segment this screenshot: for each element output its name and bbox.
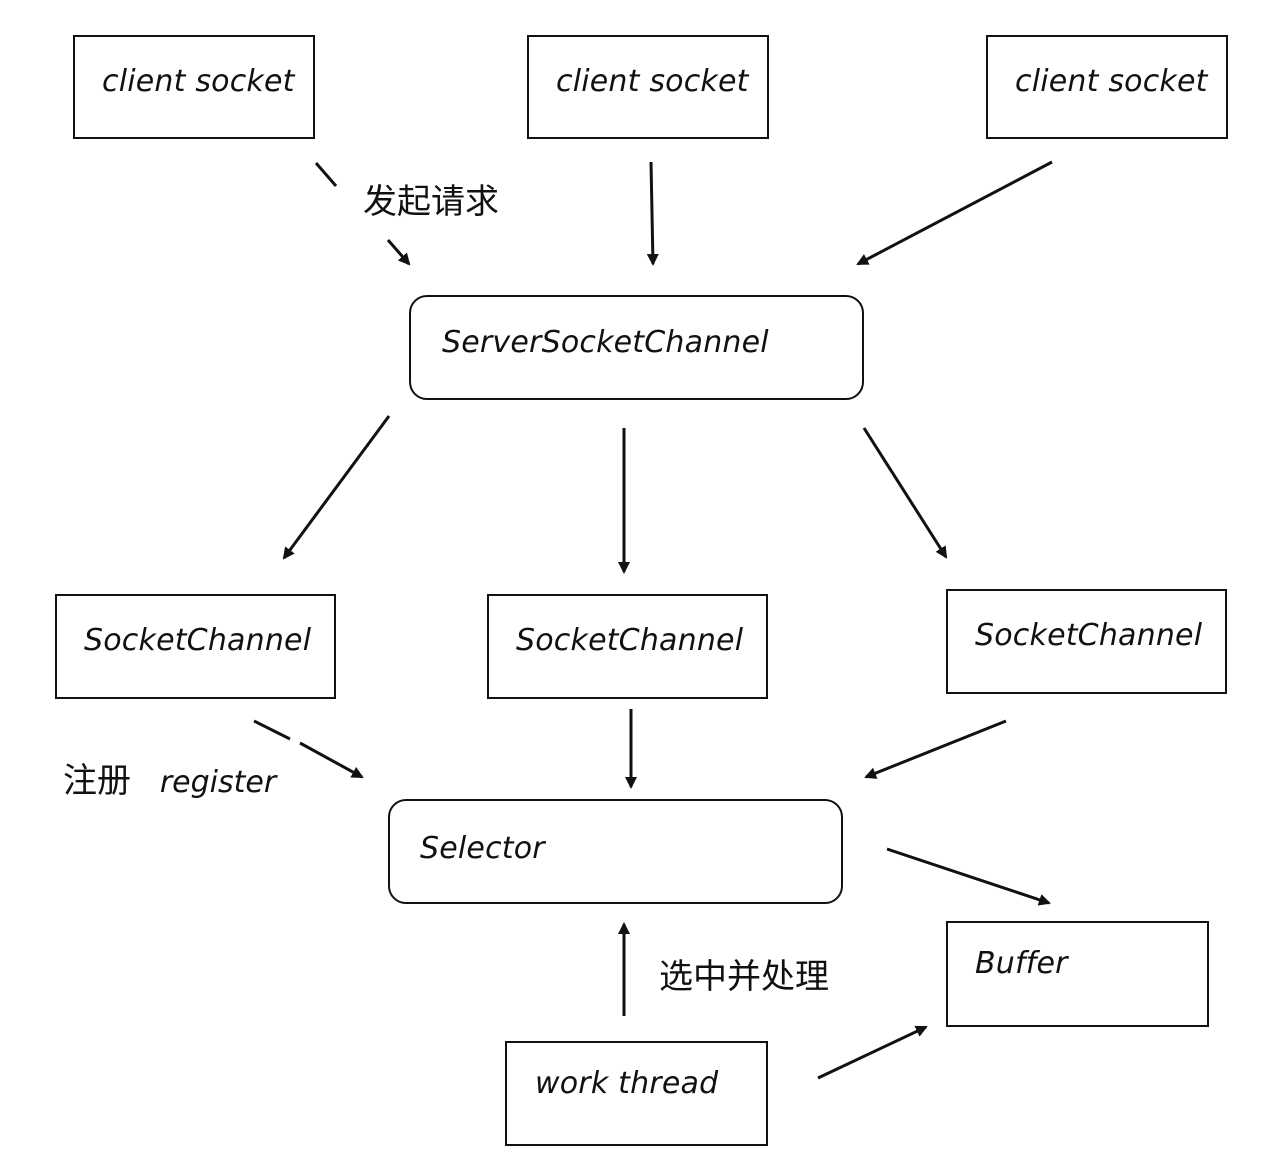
arrow-client3-to-server [856, 160, 1053, 266]
buffer-label: Buffer [975, 946, 1068, 981]
client-socket-box-2: client socket [527, 35, 769, 139]
initiate-request-label: 发起请求 [363, 182, 499, 222]
arrow-client1-segment-a [314, 162, 338, 187]
socket-channel-label-1: SocketChannel [84, 623, 312, 658]
arrow-client2-to-server [646, 161, 659, 266]
client-socket-box-1: client socket [73, 35, 315, 139]
arrow-channel1-segment-a [253, 719, 291, 741]
client-socket-label-3: client socket [1015, 64, 1208, 99]
server-socket-channel-box: ServerSocketChannel [409, 295, 864, 400]
socket-channel-label-3: SocketChannel [975, 618, 1203, 653]
select-and-process-label: 选中并处理 [659, 957, 829, 997]
server-socket-channel-label: ServerSocketChannel [442, 325, 769, 360]
work-thread-box: work thread [505, 1041, 768, 1146]
selector-label: Selector [420, 831, 545, 866]
register-label-cn: 注册 [63, 761, 131, 801]
register-annotation: 注册 register [63, 764, 276, 798]
arrow-channel1-to-selector [299, 741, 364, 779]
register-label-en: register [159, 765, 277, 800]
arrow-client1-to-server [386, 239, 411, 266]
socket-channel-box-3: SocketChannel [946, 589, 1227, 694]
arrow-selector-to-buffer [886, 847, 1051, 906]
arrow-server-to-channel3 [862, 427, 948, 559]
socket-channel-box-1: SocketChannel [55, 594, 336, 699]
client-socket-label-2: client socket [556, 64, 749, 99]
buffer-box: Buffer [946, 921, 1209, 1027]
client-socket-label-1: client socket [102, 64, 295, 99]
arrow-workthread-to-buffer [817, 1025, 928, 1080]
socket-channel-label-2: SocketChannel [516, 623, 744, 658]
arrow-channel3-to-selector [864, 719, 1007, 779]
socket-channel-box-2: SocketChannel [487, 594, 768, 699]
selector-box: Selector [388, 799, 843, 904]
client-socket-box-3: client socket [986, 35, 1228, 139]
work-thread-label: work thread [535, 1066, 719, 1101]
arrow-server-to-channel1 [282, 415, 391, 560]
